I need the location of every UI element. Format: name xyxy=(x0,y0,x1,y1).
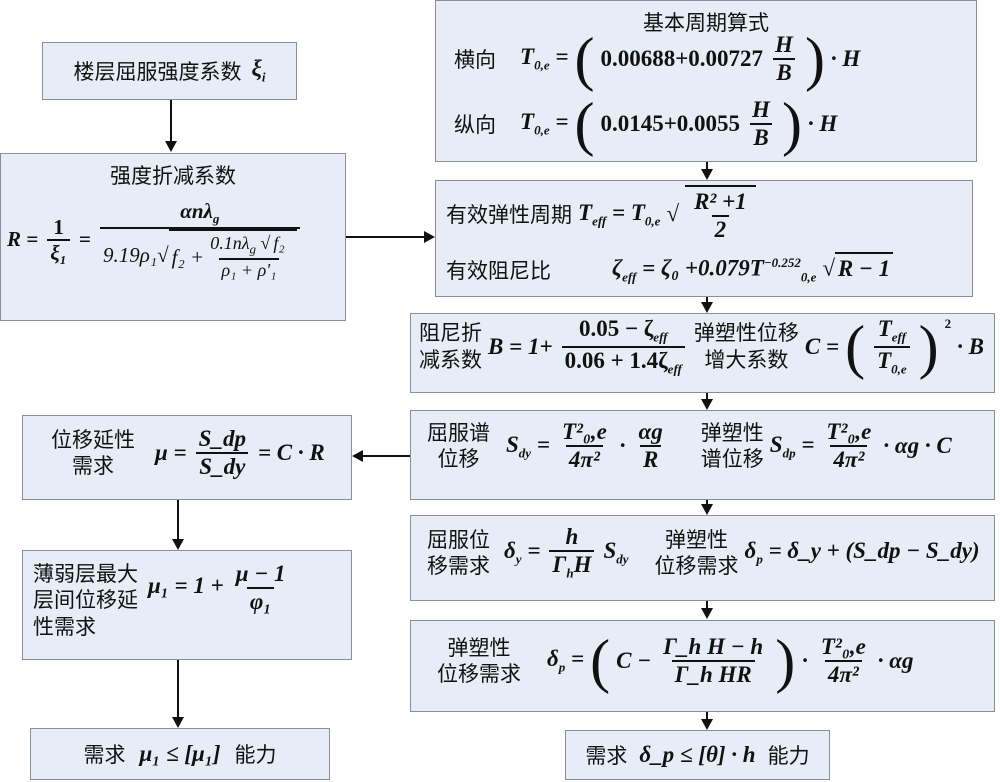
formula-part: T0,e = xyxy=(520,109,569,138)
floor-yield-box: 楼层屈服强度系数 ξi xyxy=(42,42,297,100)
formula-part: T0,e = xyxy=(520,44,569,73)
arrow-line xyxy=(346,236,424,238)
floor-yield-label: 楼层屈服强度系数 xyxy=(73,60,242,84)
arrow-line xyxy=(706,500,708,505)
final-left-formula: μ₁ ≤ [μ₁] xyxy=(139,741,221,766)
formula-part: = xyxy=(79,227,91,252)
arrow-head xyxy=(172,717,184,728)
arrow-line xyxy=(706,393,708,400)
final-left-box: 需求 μ₁ ≤ [μ₁] 能力 xyxy=(30,728,330,780)
formula-part: · H xyxy=(830,46,861,71)
base-period-title: 基本周期算式 xyxy=(643,11,769,35)
capacity-label: 能力 xyxy=(767,744,810,768)
effective-damping-formula: 有效阻尼比 ζeff = ζ₀ +0.079T−0.2520,e √R − 1 xyxy=(446,251,894,285)
formula-part: R = xyxy=(7,227,39,252)
formula-part: B = 1+ xyxy=(488,333,553,359)
arrow-line xyxy=(177,500,179,540)
arrow-head xyxy=(172,539,184,550)
final-right-formula: δ_p ≤ [θ] · h xyxy=(639,742,756,767)
strength-reduction-title: 强度折减系数 xyxy=(110,164,236,188)
arrow-line xyxy=(706,162,708,170)
arrow-head xyxy=(701,302,713,313)
arrow-line xyxy=(706,297,708,303)
demand-label: 需求 xyxy=(585,744,628,768)
demand-label: 需求 xyxy=(83,743,126,767)
capacity-label: 能力 xyxy=(234,743,277,767)
arrow-line xyxy=(170,100,172,142)
arrow-head xyxy=(701,719,713,730)
arrow-head xyxy=(701,399,713,410)
transverse-label: 横向 xyxy=(454,48,496,72)
arrow-head xyxy=(424,231,435,243)
arrow-head xyxy=(352,450,363,462)
arrow-line xyxy=(706,712,708,720)
arrow-head xyxy=(165,141,177,152)
arrow-line xyxy=(177,660,179,718)
formula-part: 0.0145+0.0055 xyxy=(600,111,741,136)
arrow-head xyxy=(701,504,713,515)
formula-part: αnλg xyxy=(180,199,220,227)
effective-period-label: 有效弹性周期 xyxy=(446,203,572,228)
formula-part: · H xyxy=(807,111,838,136)
formula-part: 0.00688+0.00727 xyxy=(600,46,764,71)
effective-damping-label: 有效阻尼比 xyxy=(446,259,551,284)
arrow-line xyxy=(363,455,410,457)
arrow-line xyxy=(706,601,708,609)
arrow-head xyxy=(701,169,713,180)
longitudinal-label: 纵向 xyxy=(454,113,496,137)
formula-part: ξ₁ xyxy=(47,238,70,265)
formula-part: 1 xyxy=(53,214,64,239)
final-right-box: 需求 δ_p ≤ [θ] · h 能力 xyxy=(565,730,830,780)
arrow-head xyxy=(701,608,713,619)
floor-yield-symbol: ξi xyxy=(251,56,266,85)
